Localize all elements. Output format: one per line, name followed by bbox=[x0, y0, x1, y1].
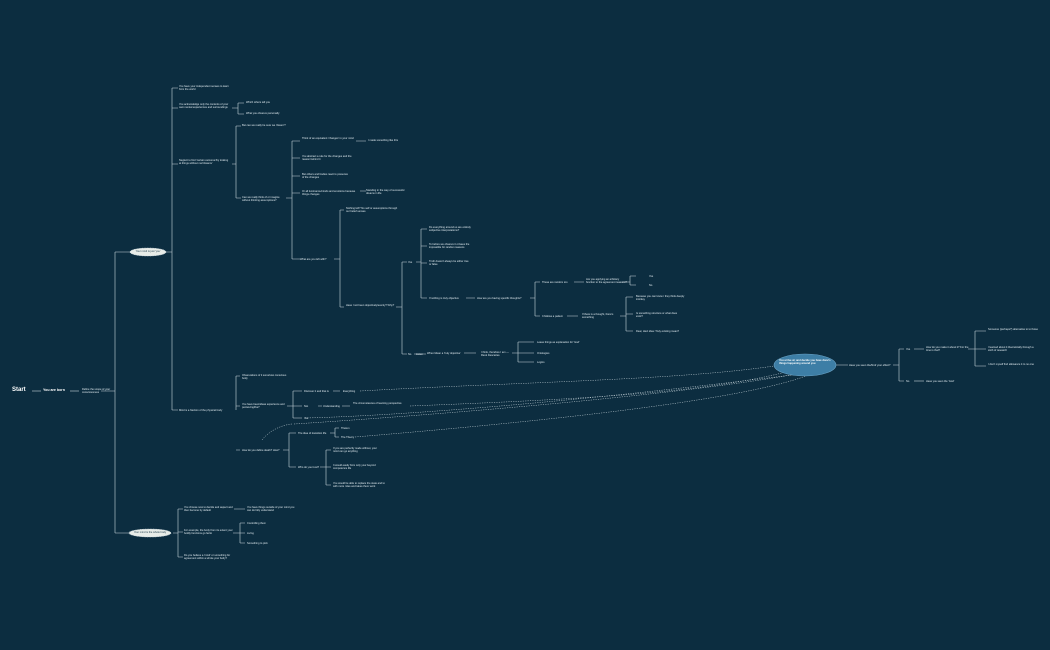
b3-b2[interactable]: Living bbox=[247, 532, 254, 535]
conclusion-bubble[interactable]: You arrive at; and decide you have done'… bbox=[779, 359, 831, 366]
b1-c2c[interactable]: But others and bodies react to presence … bbox=[302, 173, 348, 180]
b1-n1b2[interactable]: Ontologies bbox=[537, 352, 550, 355]
b1-y2[interactable]: To before we observe it or/sees the impo… bbox=[429, 243, 470, 250]
b1-c2a1[interactable]: I made something like this bbox=[368, 139, 398, 142]
b2-a[interactable]: Observations of it somehow conscious bod… bbox=[242, 374, 287, 381]
b2-c2c[interactable]: You would be able to replace the state a… bbox=[333, 482, 385, 489]
b2-c2a[interactable]: If you are perfectly made without, your … bbox=[333, 447, 377, 454]
b1-p2[interactable]: Is something structure or what does exis… bbox=[636, 312, 678, 319]
right-y1b[interactable]: I learned about it theoretically through… bbox=[988, 346, 1034, 353]
pill-mind-whole-body[interactable]: Your mind is the whole body bbox=[133, 531, 167, 534]
right-y1a[interactable]: Someone (perhaps?) alternative to to tho… bbox=[988, 328, 1038, 331]
b1-n1a[interactable]: When Mean a 'truly objective' bbox=[427, 352, 461, 355]
b1-c2b[interactable]: You abstract a rule for the changes and … bbox=[302, 155, 352, 162]
b1-b2[interactable]: What you observe personally bbox=[246, 112, 280, 115]
b1-n1b[interactable]: I think, therefore I am — René Descartes bbox=[481, 351, 509, 358]
right-no[interactable]: No bbox=[906, 380, 910, 383]
b1-y4a2a[interactable]: If there is a thought, there's something bbox=[582, 313, 614, 320]
b1-n1b1[interactable]: Leave things as explanation for 'God' bbox=[537, 341, 580, 344]
b1-y1[interactable]: Do everything around us are entirely sub… bbox=[429, 226, 471, 233]
b1-y4a1a[interactable]: Are you applying an arbitrary function t… bbox=[586, 278, 627, 285]
b3-b[interactable]: For example, the body from its extent yo… bbox=[184, 529, 233, 536]
pill-mind-just-you[interactable]: Your mind is just 'you' bbox=[135, 250, 161, 253]
b2-c2[interactable]: Who do you trust? bbox=[298, 466, 320, 469]
b2-b2b[interactable]: The circumstances of learning perspectiv… bbox=[353, 402, 402, 405]
b1-b[interactable]: You acknowledge only the contents of you… bbox=[179, 103, 229, 110]
b1-a[interactable]: You have your independent senses to lear… bbox=[179, 85, 229, 92]
b1-c2d1[interactable]: Standing in the way of successful dreams… bbox=[366, 189, 405, 196]
b1-p3[interactable]: Dear, Hect idea: Truly existing mean? bbox=[636, 330, 680, 333]
b2-c1[interactable]: The idea of transition life bbox=[298, 432, 327, 435]
b1-c[interactable]: Neglect to find 'certain outcome'/by loo… bbox=[179, 159, 229, 166]
b1-c1[interactable]: But can we really be sure we 'dream'? bbox=[242, 124, 286, 127]
b1-c2d[interactable]: Or all luminance/minds and emotions beca… bbox=[302, 190, 356, 197]
b1-yes2[interactable]: Yes bbox=[649, 275, 654, 278]
b2-c2b[interactable]: It would easily from only your beyond co… bbox=[333, 464, 376, 471]
b1-y4a1[interactable]: These are random too bbox=[542, 281, 568, 284]
define-scope-node[interactable]: Define the scope of your consciousness bbox=[82, 388, 111, 395]
b1-y4a2[interactable]: It follows a pattern bbox=[542, 315, 564, 318]
b1-n1b3[interactable]: Logics bbox=[537, 361, 545, 364]
right-n1[interactable]: Have you seen the 'God' bbox=[926, 380, 955, 383]
b3-c[interactable]: Do you believe a 'mind' or something for… bbox=[184, 554, 231, 561]
b1-c2[interactable]: Can we really think of or imagine withou… bbox=[242, 196, 280, 203]
b1-yes[interactable]: Yes bbox=[408, 261, 413, 264]
b2-c1a[interactable]: Theism bbox=[341, 427, 350, 430]
b3-a1[interactable]: You have things outside of your mind you… bbox=[247, 506, 295, 513]
b2-b[interactable]: You have been/ideas experience and perce… bbox=[242, 403, 285, 410]
b1-c2a[interactable]: Think of an equivalent 'changes' in your… bbox=[302, 137, 354, 140]
right-question[interactable]: Have you seen the/find/ your effect? bbox=[849, 364, 891, 367]
right-y1c[interactable]: I don't myself find allowance it to no o… bbox=[988, 363, 1034, 366]
b1-c2e2[interactable]: Have I not been objectively/evenly? Why? bbox=[346, 304, 395, 307]
b1-n1[interactable]: Listen bbox=[416, 353, 423, 356]
b1-c2e1[interactable]: Nothing left? No self or assumptions thr… bbox=[346, 207, 398, 214]
b1-b1[interactable]: Which others tell you bbox=[246, 101, 271, 104]
b1-p1[interactable]: Because you can know / they think deeply… bbox=[636, 295, 685, 302]
b1-y4[interactable]: If nothing is truly objective bbox=[429, 297, 459, 300]
b2-b1a[interactable]: Everything bbox=[343, 390, 356, 393]
b2-b2a[interactable]: Understanding bbox=[323, 405, 340, 408]
right-yes[interactable]: Yes bbox=[906, 348, 911, 351]
b1-no[interactable]: No bbox=[408, 353, 412, 356]
b2-b2[interactable]: Not bbox=[304, 405, 309, 408]
born-node[interactable]: You are born bbox=[43, 388, 65, 392]
start-node[interactable]: Start bbox=[12, 387, 26, 393]
b2-d[interactable]: Mind is a fraction of the physical body bbox=[179, 409, 223, 412]
b2-b1[interactable]: Discover it and that is bbox=[304, 390, 329, 393]
b2-c1b[interactable]: The Theory bbox=[341, 436, 355, 439]
b3-b1[interactable]: Controlling them bbox=[247, 522, 266, 525]
b1-y4a[interactable]: How are you having specific thoughts? bbox=[477, 297, 522, 300]
b2-c[interactable]: How do you define death? How? bbox=[242, 449, 280, 452]
b3-a[interactable]: You choose now to decide and aspect and … bbox=[184, 506, 233, 513]
b1-no2[interactable]: No bbox=[649, 284, 653, 287]
b1-y3[interactable]: Truth doesn't always be either true or f… bbox=[429, 260, 469, 267]
right-y1[interactable]: How do you make it about it? For the tim… bbox=[926, 346, 969, 353]
b1-c2e[interactable]: What are you left with? bbox=[300, 258, 327, 261]
b3-b3[interactable]: Something to pick bbox=[247, 542, 268, 545]
b2-b3[interactable]: Yes bbox=[304, 417, 309, 420]
